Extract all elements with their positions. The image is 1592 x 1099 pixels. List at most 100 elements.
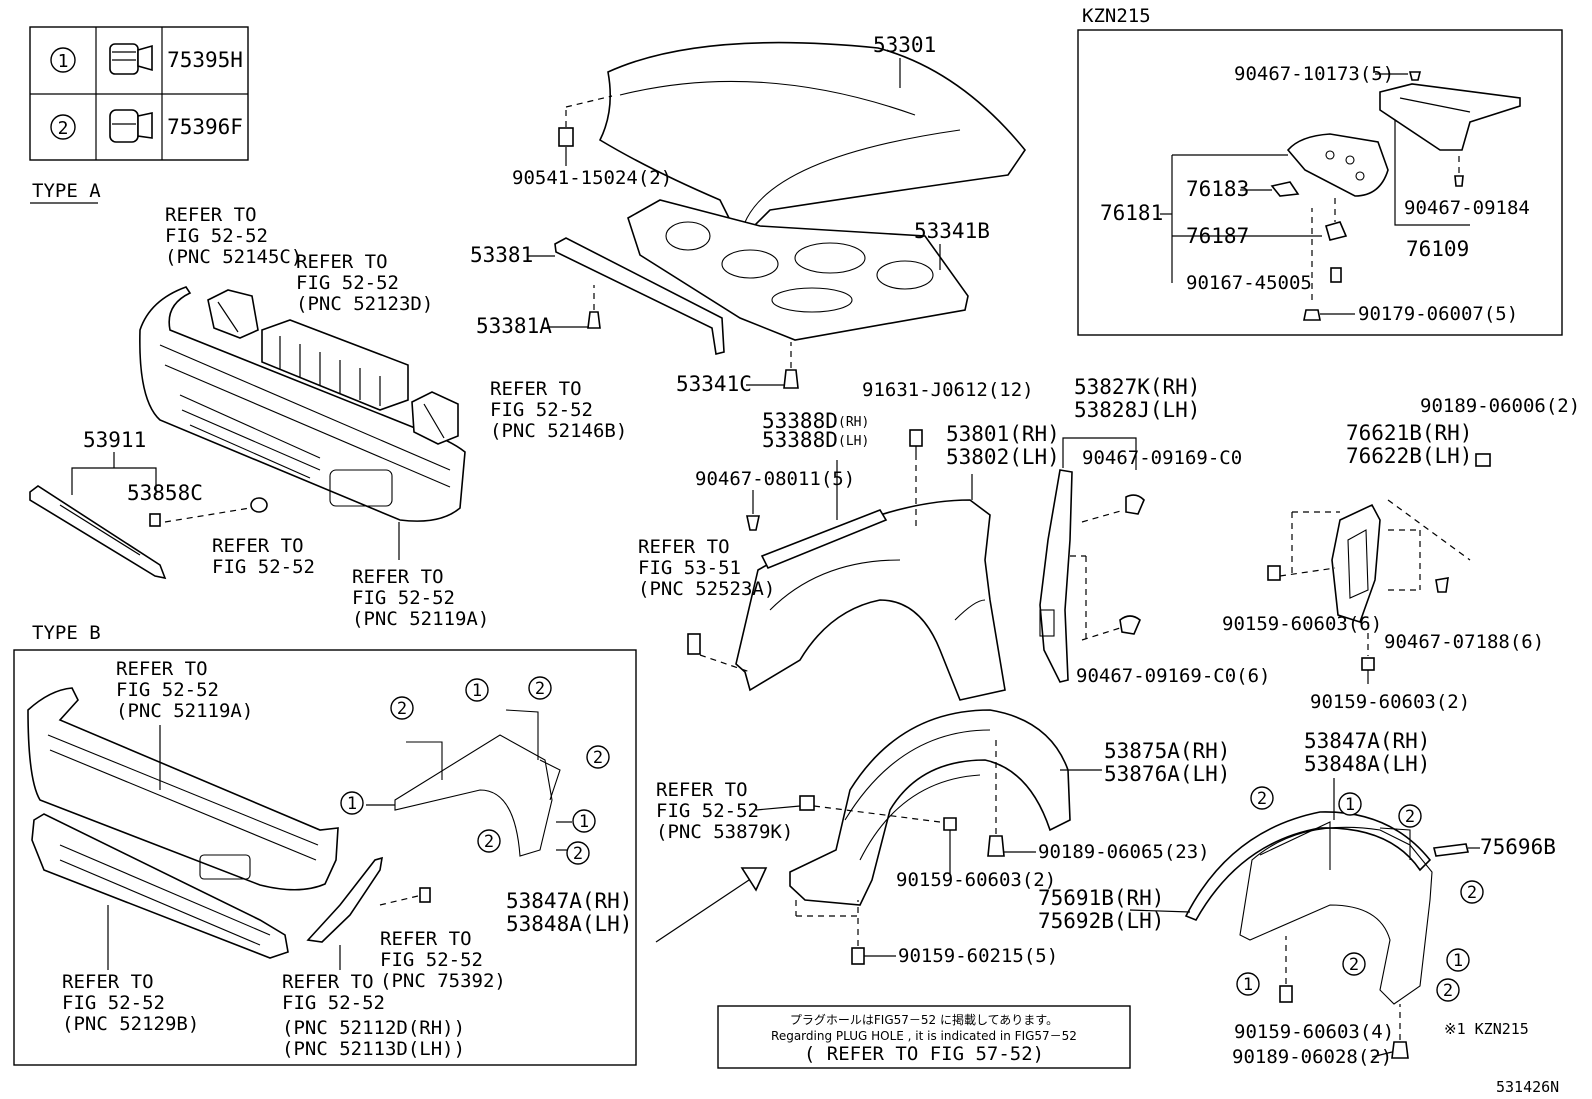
svg-text:FIG 52-52: FIG 52-52 — [656, 800, 759, 822]
label-53876a: 53876A(LH) — [1104, 762, 1230, 786]
label-76181: 76181 — [1100, 201, 1163, 225]
label-53848a-b: 53848A(LH) — [506, 912, 632, 936]
hood-53301 — [598, 41, 1026, 242]
svg-text:REFER TO: REFER TO — [352, 566, 444, 588]
label-91631-j0612: 91631-J0612(12) — [862, 379, 1034, 401]
fender-liner-type-b — [394, 709, 561, 857]
label-53828j: 53828J(LH) — [1074, 398, 1200, 422]
label-53388d-rh-side: (RH) — [838, 415, 869, 430]
clip-53381a — [587, 285, 601, 329]
svg-text:REFER TO: REFER TO — [116, 658, 208, 680]
marker-m10: 1 — [1338, 792, 1362, 816]
kzn215-note: ※1 KZN215 — [1444, 1020, 1529, 1038]
label-53341c: 53341C — [676, 372, 752, 396]
clip-52523a — [687, 633, 751, 673]
svg-text:(PNC 52119A): (PNC 52119A) — [116, 700, 253, 722]
front-bumper-type-b — [27, 687, 339, 891]
fender-seal-53827k — [1039, 469, 1073, 683]
label-90467-08011: 90467-08011(5) — [695, 468, 855, 490]
marker-m16: 2 — [1436, 978, 1460, 1002]
hood-insulator-53341b — [627, 199, 969, 341]
label-53301: 53301 — [873, 33, 936, 57]
refer-r5: REFER TO FIG 52-52 (PNC 52119A) — [352, 566, 489, 630]
marker-m6: 2 — [477, 829, 501, 853]
marker-m4: 2 — [586, 745, 610, 769]
lower-grille-type-b — [31, 813, 289, 959]
marker-m3: 2 — [528, 676, 552, 700]
screw-90159-60603-4 — [1279, 936, 1293, 1003]
nut-90179-06007 — [1303, 208, 1321, 321]
svg-text:(PNC 52145C): (PNC 52145C) — [165, 246, 302, 268]
bolt-91631 — [909, 429, 923, 528]
svg-text:FIG 52-52: FIG 52-52 — [296, 272, 399, 294]
absorber-52123d — [261, 319, 409, 411]
refer-r6: REFER TO FIG 53-51 (PNC 52523A) — [638, 536, 775, 600]
svg-text:(PNC 52523A): (PNC 52523A) — [638, 578, 775, 600]
label-90467-09169-c0-6: 90467-09169-C0(6) — [1076, 665, 1270, 687]
svg-text:(PNC 75392): (PNC 75392) — [380, 970, 506, 992]
clip-legend-table: 1 2 75395H 75396F — [29, 26, 249, 161]
svg-text:(PNC 52123D): (PNC 52123D) — [296, 293, 433, 315]
label-53827k: 53827K(RH) — [1074, 375, 1200, 399]
lower-grille-53911 — [29, 485, 167, 580]
label-53801: 53801(RH) — [946, 422, 1060, 446]
svg-text:REFER TO: REFER TO — [656, 779, 748, 801]
svg-text:REFER TO: REFER TO — [212, 535, 304, 557]
note-line-1: プラグホールはFIG57－52 に掲載してあります。 — [790, 1012, 1058, 1027]
screw-90159-60215 — [795, 900, 865, 965]
refer-r2: REFER TO FIG 52-52 (PNC 52123D) — [296, 251, 433, 315]
marker-m9: 2 — [1250, 786, 1274, 810]
label-76187: 76187 — [1186, 224, 1249, 248]
mudguard-76621b — [1331, 503, 1381, 623]
clip-90189-06065 — [987, 740, 1005, 857]
svg-text:(PNC 52112D(RH)): (PNC 52112D(RH)) — [282, 1017, 465, 1039]
note-line-2: Regarding PLUG HOLE , it is indicated in… — [771, 1029, 1077, 1043]
svg-text:2: 2 — [535, 679, 545, 699]
label-53848a-r: 53848A(LH) — [1304, 752, 1430, 776]
label-90467-10173: 90467-10173(5) — [1234, 63, 1394, 85]
svg-text:2: 2 — [1349, 955, 1359, 975]
legend-part-75395h: 75395H — [167, 48, 243, 72]
fender-molding-53388d — [760, 460, 888, 570]
part-76183 — [1270, 181, 1300, 197]
clip-75392 — [379, 887, 431, 906]
label-90467-09169-c0: 90467-09169-C0 — [1082, 447, 1242, 469]
clip-75395h-icon — [109, 43, 153, 75]
marker-m11: 2 — [1398, 804, 1422, 828]
bracket-52145c — [207, 289, 259, 339]
svg-text:(PNC 52146B): (PNC 52146B) — [490, 420, 627, 442]
label-53341b: 53341B — [914, 219, 990, 243]
kzn215-box — [1077, 29, 1563, 336]
label-53847a-r: 53847A(RH) — [1304, 729, 1430, 753]
marker-m1: 2 — [390, 696, 414, 720]
label-90467-09184: 90467-09184 — [1404, 197, 1530, 219]
clip-53879k — [799, 795, 941, 823]
refer-r4: REFER TO FIG 52-52 — [212, 535, 315, 578]
svg-text:FIG 52-52: FIG 52-52 — [380, 949, 483, 971]
label-53388d-lh-side: (LH) — [838, 434, 869, 449]
legend-marker-2: 2 — [58, 118, 69, 139]
refer-r10: REFER TO FIG 52-52 (PNC 75392) — [380, 928, 506, 992]
svg-text:FIG 52-52: FIG 52-52 — [490, 399, 593, 421]
label-76621b: 76621B(RH) — [1346, 421, 1472, 445]
label-90167-45005: 90167-45005 — [1186, 272, 1312, 294]
label-75696b: 75696B — [1480, 835, 1556, 859]
clip-90467-09184 — [1454, 156, 1464, 187]
marker-m7: 1 — [572, 809, 596, 833]
label-90189-06006: 90189-06006(2) — [1420, 395, 1580, 417]
label-53875a: 53875A(RH) — [1104, 739, 1230, 763]
label-76622b: 76622B(LH) — [1346, 444, 1472, 468]
marker-m14: 1 — [1446, 948, 1470, 972]
svg-text:2: 2 — [1467, 883, 1477, 903]
screw-90167-45005 — [1330, 267, 1342, 283]
label-53388d-rh: 53388D — [762, 409, 838, 433]
note-line-3: ( REFER TO FIG 57-52) — [804, 1043, 1044, 1065]
refer-r7: REFER TO FIG 52-52 (PNC 52119A) — [116, 658, 253, 722]
svg-text:(PNC 53879K): (PNC 53879K) — [656, 821, 793, 843]
fender-flare-75691b — [1184, 811, 1432, 922]
side-molding-type-b — [306, 856, 383, 943]
svg-text:2: 2 — [1405, 807, 1415, 827]
svg-text:(PNC 52113D(LH)): (PNC 52113D(LH)) — [282, 1038, 465, 1060]
label-90541-15024: 90541-15024(2) — [512, 167, 672, 189]
